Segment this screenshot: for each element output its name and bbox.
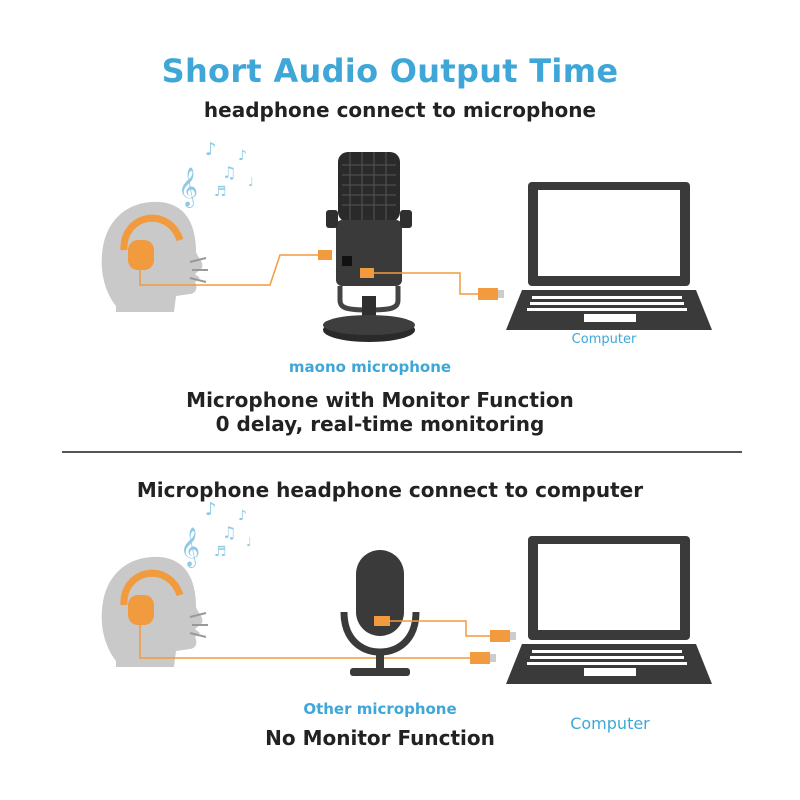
bottom-feature-line: No Monitor Function — [265, 726, 495, 750]
svg-text:♪: ♪ — [205, 139, 217, 160]
bottom-heading: Microphone headphone connect to computer — [136, 478, 644, 502]
svg-text:♪: ♪ — [238, 508, 247, 524]
svg-text:𝄞: 𝄞 — [180, 527, 200, 568]
top-computer-label: Computer — [571, 332, 637, 347]
microphone-icon — [340, 550, 420, 676]
svg-text:♪: ♪ — [205, 499, 217, 520]
bottom-mic-label: Other microphone — [303, 700, 457, 718]
top-mic-label: maono microphone — [288, 358, 452, 376]
svg-text:♩: ♩ — [248, 175, 254, 189]
top-feature-line2: 0 delay, real-time monitoring — [215, 412, 545, 436]
svg-text:𝄞: 𝄞 — [178, 167, 198, 208]
section-divider — [62, 451, 742, 453]
svg-text:♬: ♬ — [214, 544, 227, 560]
head-with-headphones-icon — [101, 201, 208, 312]
laptop-icon — [506, 182, 712, 330]
svg-text:♪: ♪ — [238, 148, 247, 164]
usb-microphone-icon — [323, 152, 415, 342]
page-subtitle: headphone connect to microphone — [203, 98, 597, 122]
laptop-icon — [506, 536, 712, 684]
top-feature-line1: Microphone with Monitor Function — [186, 388, 574, 412]
music-notes-icon: 𝄞 ♪ ♫ ♪ ♬ ♩ — [180, 499, 252, 568]
page-title: Short Audio Output Time — [161, 52, 619, 90]
svg-text:♬: ♬ — [214, 184, 227, 200]
svg-text:♫: ♫ — [222, 163, 236, 182]
head-with-headphones-icon — [101, 556, 208, 667]
bottom-computer-label: Computer — [570, 714, 650, 733]
usb-plug-icon — [478, 288, 504, 300]
music-notes-icon: 𝄞 ♪ ♫ ♪ ♬ ♩ — [178, 139, 254, 208]
svg-text:♫: ♫ — [222, 523, 236, 542]
usb-plug-icon — [470, 652, 496, 664]
svg-text:♩: ♩ — [246, 535, 252, 549]
usb-plug-icon — [490, 630, 516, 642]
